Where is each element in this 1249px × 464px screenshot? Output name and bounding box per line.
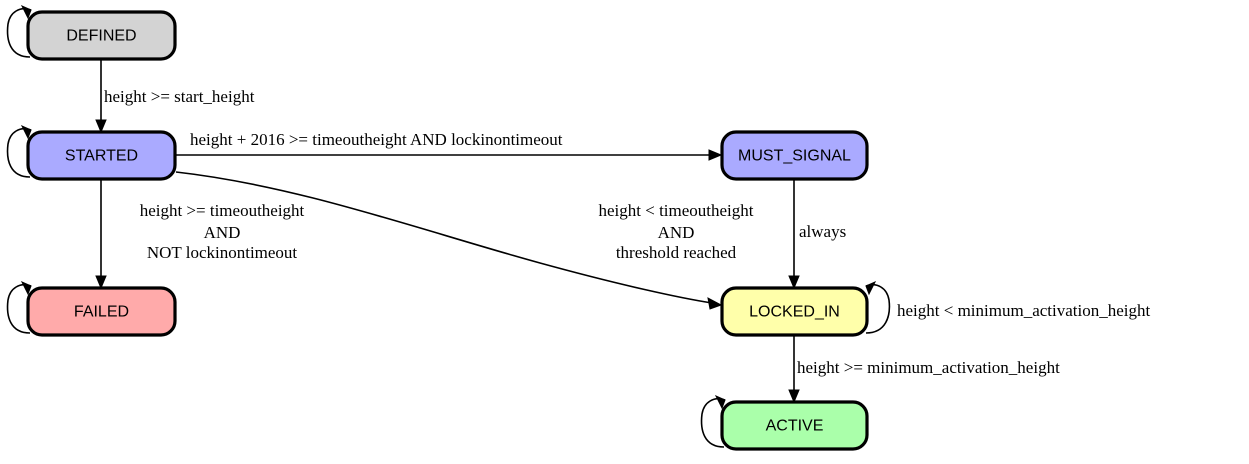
state-shape-started[interactable]: [26, 130, 177, 181]
self-loop-active: [700, 394, 726, 448]
state-label-locked-in: LOCKED_IN: [749, 304, 840, 321]
state-shape-failed[interactable]: [26, 286, 177, 337]
state-label-failed: FAILED: [74, 304, 129, 321]
edge-label-started-to-locked-in-line-2: AND: [658, 223, 695, 242]
edge-locked-in-to-active: [788, 336, 800, 404]
state-node-failed[interactable]: FAILED: [26, 286, 177, 337]
state-node-defined[interactable]: DEFINED: [26, 10, 177, 61]
state-shape-must-signal[interactable]: [720, 130, 869, 181]
state-label-defined: DEFINED: [66, 28, 136, 45]
state-node-locked-in[interactable]: LOCKED_IN: [720, 286, 869, 337]
state-shape-active[interactable]: [720, 400, 869, 451]
edge-must-signal-to-locked-in: [788, 180, 800, 290]
edge-label-started-to-locked-in-line-3: threshold reached: [616, 243, 737, 262]
edge-label-must-signal-to-locked-in: always: [799, 222, 846, 241]
edge-label-defined-to-started: height >= start_height: [104, 87, 255, 106]
state-node-active[interactable]: ACTIVE: [720, 400, 869, 451]
edge-label-started-to-locked-in-line-1: height < timeoutheight: [598, 201, 753, 220]
self-loop-locked-in: [865, 280, 891, 334]
state-label-must-signal: MUST_SIGNAL: [738, 148, 851, 165]
edge-label-started-to-must-signal: height + 2016 >= timeoutheight AND locki…: [190, 130, 563, 149]
edge-started-to-locked-in: [175, 171, 723, 310]
edge-label-started-to-failed-line-3: NOT lockinontimeout: [147, 243, 298, 262]
state-node-must-signal[interactable]: MUST_SIGNAL: [720, 130, 869, 181]
self-loop-defined: [6, 4, 32, 58]
edge-label-started-to-failed: height >= timeoutheight AND NOT lockinon…: [140, 201, 305, 262]
edge-defined-to-started: [95, 59, 107, 134]
edge-label-started-to-failed-line-1: height >= timeoutheight: [140, 201, 305, 220]
state-node-started[interactable]: STARTED: [26, 130, 177, 181]
state-label-active: ACTIVE: [766, 418, 824, 435]
edge-label-locked-in-self-loop: height < minimum_activation_height: [897, 301, 1150, 320]
edge-started-to-failed: [95, 180, 107, 290]
edge-started-to-must-signal: [176, 149, 723, 161]
state-shape-defined[interactable]: [26, 10, 177, 61]
edge-label-started-to-failed-line-2: AND: [204, 223, 241, 242]
self-loop-started: [6, 124, 32, 178]
self-loop-failed: [6, 280, 32, 334]
state-shape-locked-in[interactable]: [720, 286, 869, 337]
edge-label-locked-in-to-active: height >= minimum_activation_height: [797, 358, 1060, 377]
state-label-started: STARTED: [65, 148, 138, 165]
edge-label-started-to-locked-in: height < timeoutheight AND threshold rea…: [598, 201, 753, 262]
